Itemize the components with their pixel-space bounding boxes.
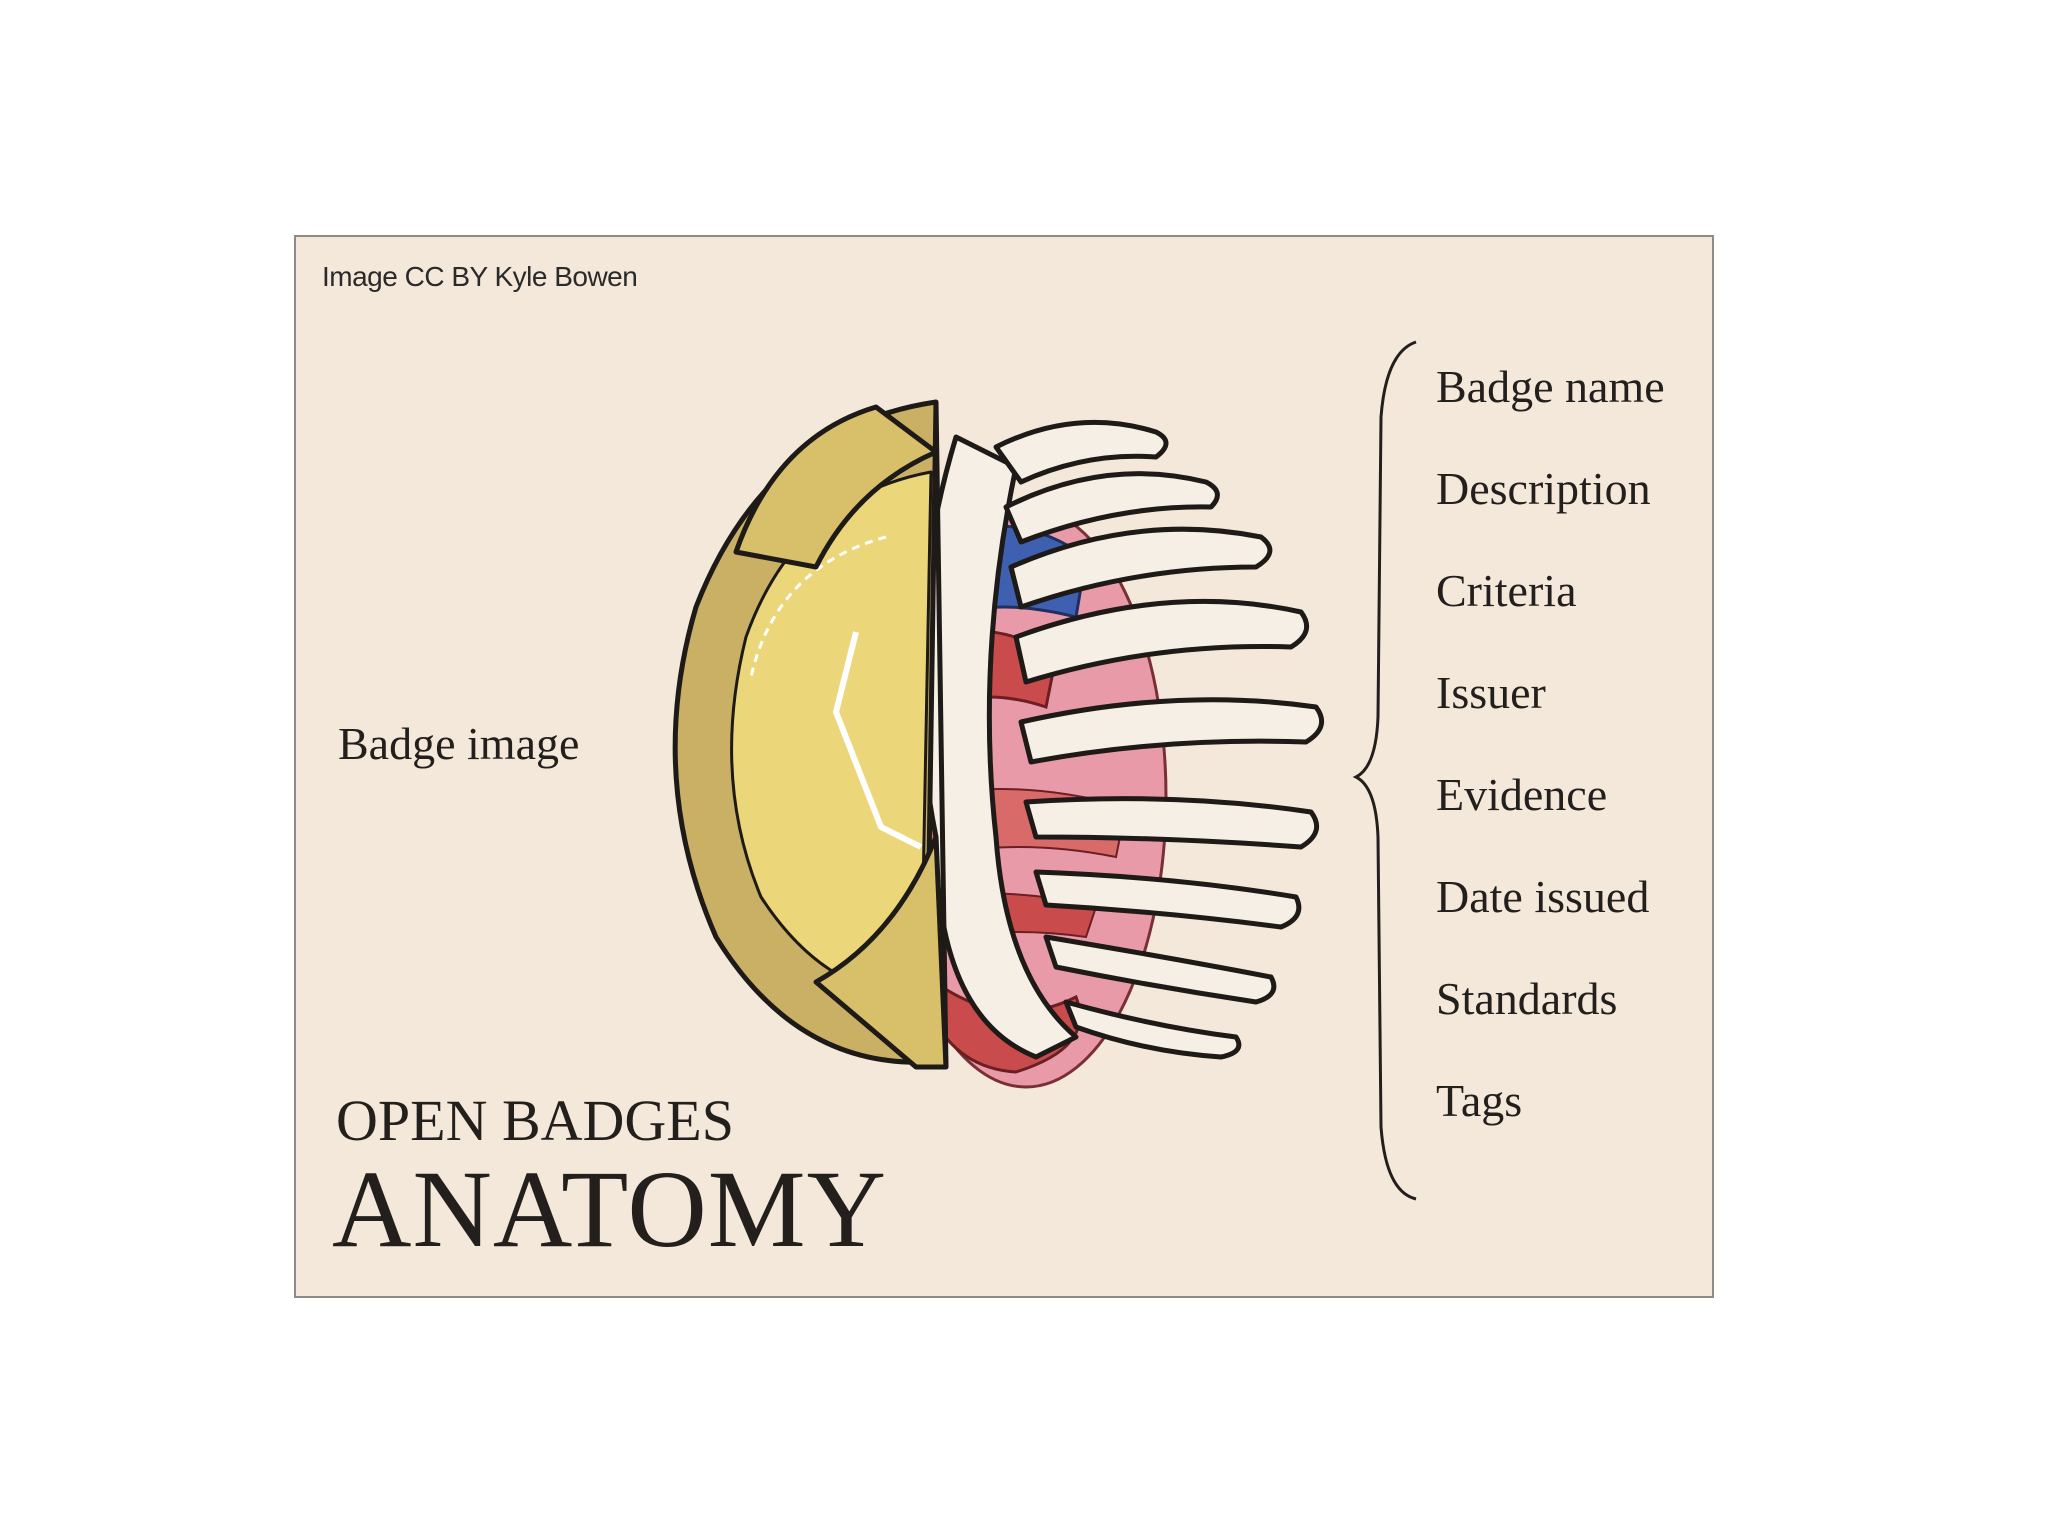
badge-field-list: Badge name Description Criteria Issuer E…: [1436, 357, 1665, 1173]
field-tags: Tags: [1436, 1075, 1523, 1126]
anatomy-illustration: [672, 340, 1417, 1201]
badge-shell: [672, 399, 949, 1070]
image-credit: Image CC BY Kyle Bowen: [322, 261, 638, 292]
title-open-badges: OPEN BADGES: [336, 1088, 734, 1153]
field-description: Description: [1436, 463, 1651, 514]
slide-card: Image CC BY Kyle Bowen: [294, 235, 1714, 1298]
title-anatomy: ANATOMY: [332, 1148, 888, 1270]
rib-cage: [917, 419, 1325, 1060]
field-badge-name: Badge name: [1436, 361, 1665, 412]
field-criteria: Criteria: [1436, 565, 1577, 616]
field-standards: Standards: [1436, 973, 1618, 1024]
field-issuer: Issuer: [1436, 667, 1546, 718]
field-evidence: Evidence: [1436, 769, 1608, 820]
field-date-issued: Date issued: [1436, 871, 1650, 922]
brace-icon: [1352, 340, 1417, 1201]
badge-image-label: Badge image: [338, 718, 580, 769]
